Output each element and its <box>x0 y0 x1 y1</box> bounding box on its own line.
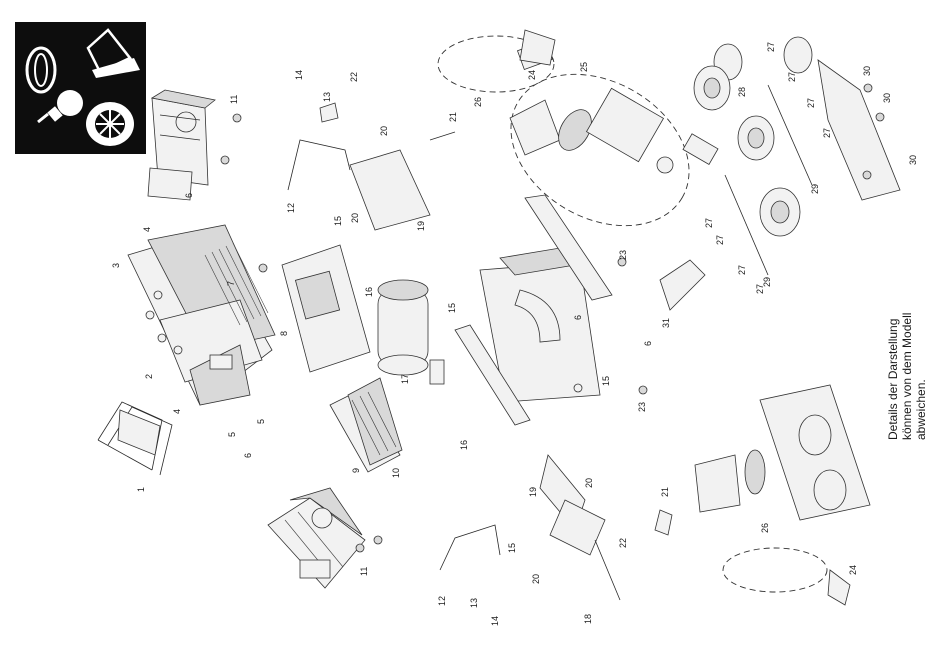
label-1: 1 <box>136 487 146 492</box>
label-27f: 27 <box>715 235 725 245</box>
label-12b: 12 <box>437 596 447 606</box>
motor <box>378 280 444 384</box>
label-11: 11 <box>229 95 239 104</box>
label-15: 15 <box>333 216 343 226</box>
label-3: 3 <box>111 263 121 268</box>
label-27c: 27 <box>806 98 816 108</box>
note-line-1: Details der Darstellung <box>886 319 900 440</box>
label-15c: 15 <box>601 376 611 386</box>
label-15d: 15 <box>507 543 517 553</box>
rear-hood-top <box>148 90 215 200</box>
disclaimer-note: Details der Darstellung können von dem M… <box>886 313 928 440</box>
label-29: 29 <box>810 184 820 194</box>
label-23: 23 <box>618 250 628 260</box>
label-15b: 15 <box>447 303 457 313</box>
label-21: 21 <box>448 112 458 122</box>
label-2: 2 <box>144 374 154 379</box>
label-16b: 16 <box>459 440 469 450</box>
label-29b: 29 <box>762 277 772 287</box>
label-6: 6 <box>184 193 194 198</box>
label-22b: 22 <box>618 538 628 548</box>
label-20c: 20 <box>531 574 541 584</box>
label-13: 13 <box>322 92 332 102</box>
label-12: 12 <box>286 203 296 213</box>
front-handrail <box>98 402 172 475</box>
label-31: 31 <box>661 318 671 328</box>
label-20: 20 <box>350 213 360 223</box>
circuit-board <box>330 378 402 472</box>
label-20b: 20 <box>379 126 389 136</box>
label-30: 30 <box>862 66 872 76</box>
label-6c: 6 <box>573 315 583 320</box>
label-7: 7 <box>226 281 236 286</box>
label-27: 27 <box>766 42 776 52</box>
note-line-3: abweichen. <box>914 379 928 440</box>
label-26b: 26 <box>760 523 770 533</box>
wheelsets <box>683 37 812 236</box>
lower-light-group <box>440 455 672 600</box>
label-21b: 21 <box>660 487 670 497</box>
coupler-bracket <box>660 260 705 310</box>
label-14: 14 <box>294 70 304 80</box>
label-27g: 27 <box>737 265 747 275</box>
label-30c: 30 <box>908 155 918 165</box>
label-18: 18 <box>583 614 593 624</box>
wheel-icon <box>86 102 134 146</box>
label-27d: 27 <box>822 128 832 138</box>
label-6b: 6 <box>243 453 253 458</box>
label-26: 26 <box>473 97 483 107</box>
label-5: 5 <box>227 432 237 437</box>
label-27e: 27 <box>704 218 714 228</box>
label-24b: 24 <box>848 565 858 575</box>
label-23b: 23 <box>637 402 647 412</box>
label-13b: 13 <box>469 598 479 608</box>
label-4b: 4 <box>172 409 182 414</box>
label-10: 10 <box>391 468 401 478</box>
label-14b: 14 <box>490 616 500 626</box>
label-6d: 6 <box>643 341 653 346</box>
side-frame <box>725 60 900 275</box>
label-27b: 27 <box>787 72 797 82</box>
label-8: 8 <box>279 331 289 336</box>
label-4: 4 <box>142 227 152 232</box>
label-28: 28 <box>737 87 747 97</box>
label-19b: 19 <box>528 487 538 497</box>
upper-light-group <box>288 103 455 230</box>
bogie-assembly <box>695 385 870 605</box>
label-20d: 20 <box>584 478 594 488</box>
label-17: 17 <box>400 374 410 384</box>
label-22: 22 <box>349 72 359 82</box>
cab-body <box>268 488 365 588</box>
label-5b: 5 <box>256 419 266 424</box>
label-11b: 11 <box>359 567 369 576</box>
label-16: 16 <box>364 287 374 297</box>
safety-badge <box>15 22 146 154</box>
gearbox-group <box>438 30 716 256</box>
label-19: 19 <box>416 221 426 231</box>
frame-plate <box>282 245 370 372</box>
label-24: 24 <box>527 70 537 80</box>
note-line-2: können von dem Modell <box>900 313 914 440</box>
label-30b: 30 <box>882 93 892 103</box>
label-9: 9 <box>351 468 361 473</box>
label-25: 25 <box>579 62 589 72</box>
